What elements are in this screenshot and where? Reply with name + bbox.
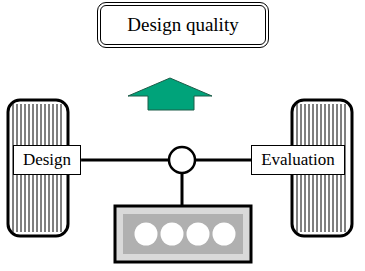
shaft-line [181,173,184,207]
axle-line [81,159,251,162]
engine-inner [123,214,243,254]
design-label-box: Design [13,145,81,175]
cylinder [187,223,210,246]
node-text: Design [23,150,71,170]
cylinder [161,223,184,246]
title-box: Design quality [97,2,268,48]
engine-block [115,206,251,262]
up-arrow [128,78,212,110]
node-text: Design quality [127,14,238,36]
evaluation-label-box: Evaluation [251,145,345,175]
node-text: Evaluation [261,150,335,170]
cylinder [213,223,236,246]
joint-circle [169,147,195,173]
cylinder [135,223,158,246]
